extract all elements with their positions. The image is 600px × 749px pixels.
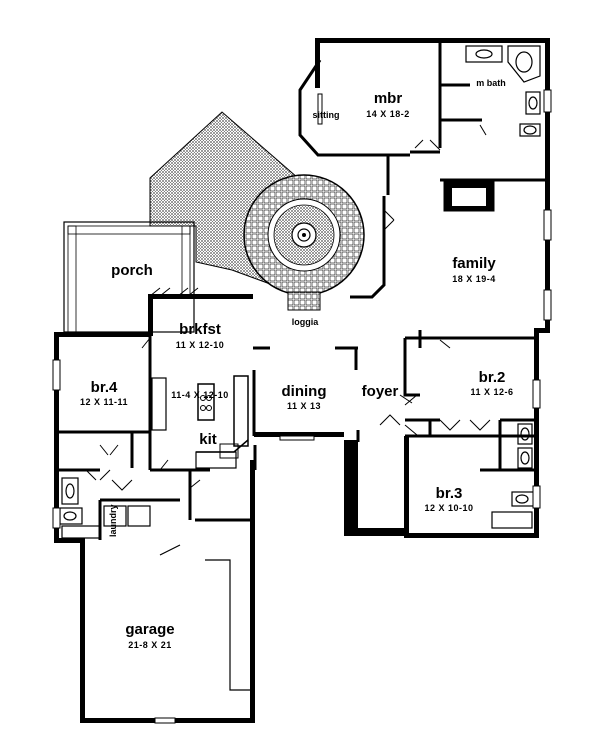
room-label-mbath: m bath (476, 78, 506, 88)
room-label-foyer: foyer (362, 383, 399, 400)
loggia-patio (243, 174, 365, 311)
room-label-br2: br.2 (479, 369, 506, 386)
room-dim-br2: 11 X 12-6 (470, 387, 513, 397)
room-label-br3: br.3 (436, 485, 463, 502)
windows (52, 89, 552, 724)
room-label-br4: br.4 (91, 379, 118, 396)
room-label-kit: kit (199, 431, 217, 448)
garage-details (159, 544, 250, 691)
room-label-porch: porch (111, 262, 153, 279)
room-label-sitting: sitting (313, 110, 340, 120)
bath-fixtures (59, 45, 541, 539)
room-label-garage: garage (125, 621, 174, 638)
room-label-laundry: laundry (108, 504, 118, 537)
room-dim-br3: 12 X 10-10 (424, 503, 473, 513)
kitchen-counters (151, 375, 249, 469)
room-dim-family: 18 X 19-4 (452, 274, 496, 284)
room-label-family: family (452, 255, 496, 272)
room-label-brkfst: brkfst (179, 321, 221, 338)
room-label-dining: dining (282, 383, 327, 400)
room-dim-garage: 21-8 X 21 (128, 640, 172, 650)
room-label-loggia: loggia (292, 317, 319, 327)
room-dim-dining: 11 X 13 (287, 401, 321, 411)
door-swings (85, 124, 491, 491)
interior-walls (59, 43, 545, 540)
room-labels: mbr 14 X 18-2 sitting m bath family 18 X… (80, 78, 513, 650)
room-dim-kit: 11-4 X 12-10 (171, 390, 229, 400)
room-dim-mbr: 14 X 18-2 (366, 109, 410, 119)
room-label-mbr: mbr (374, 90, 403, 107)
room-dim-brkfst: 11 X 12-10 (176, 340, 225, 350)
room-dim-br4: 12 X 11-11 (80, 397, 128, 407)
exterior-walls (54, 38, 550, 723)
